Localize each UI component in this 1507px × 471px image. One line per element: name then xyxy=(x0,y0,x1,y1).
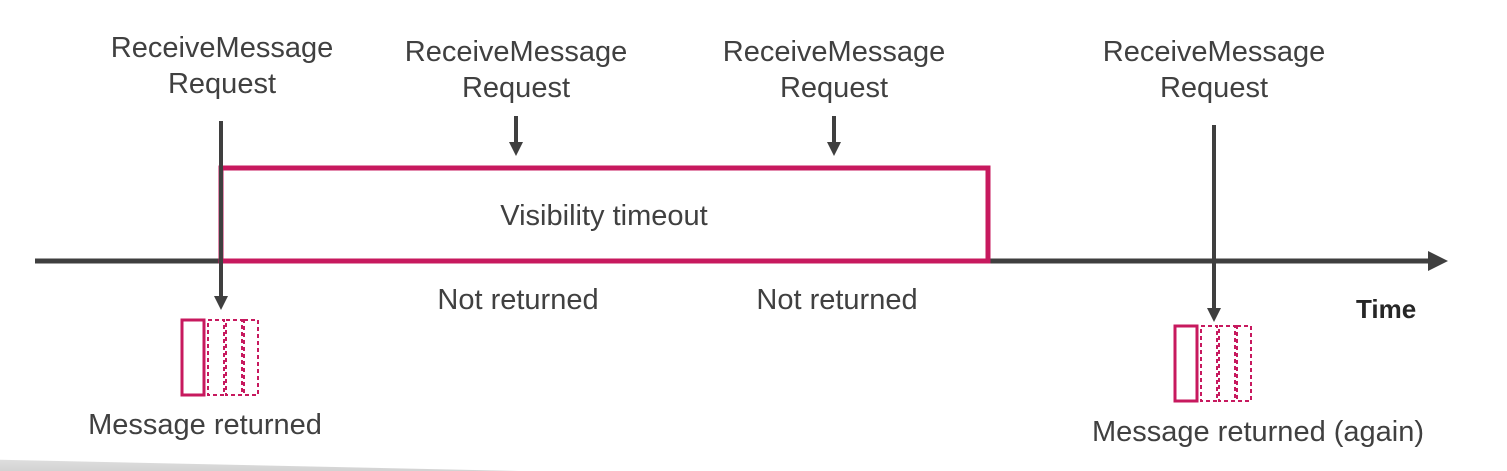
request-label-line2: Request xyxy=(461,72,570,104)
request-4-arrowhead xyxy=(1207,308,1221,322)
request-label-line2: Request xyxy=(167,68,276,100)
request-label-2: ReceiveMessage Request xyxy=(386,34,646,106)
request-label-line2: Request xyxy=(779,72,888,104)
message-returned-again-label: Message returned (again) xyxy=(1091,416,1425,448)
time-axis-label: Time xyxy=(1356,294,1417,324)
message-stack-icon xyxy=(1173,324,1252,403)
request-label-3: ReceiveMessage Request xyxy=(704,34,964,106)
message-stack-icon xyxy=(180,318,259,397)
request-1-arrowhead xyxy=(214,296,228,310)
request-2-arrowhead xyxy=(509,142,523,156)
time-axis-arrowhead xyxy=(1428,251,1448,271)
request-label-4: ReceiveMessage Request xyxy=(1084,34,1344,106)
not-returned-label: Not returned xyxy=(437,284,599,316)
visibility-timeout-label: Visibility timeout xyxy=(500,200,708,232)
request-label-line2: Request xyxy=(1159,72,1268,104)
message-returned-label: Message returned xyxy=(88,409,322,441)
request-label-line1: ReceiveMessage xyxy=(722,36,946,68)
request-label-line1: ReceiveMessage xyxy=(110,32,334,64)
not-returned-label: Not returned xyxy=(756,284,918,316)
request-label-line1: ReceiveMessage xyxy=(1102,36,1326,68)
request-label-1: ReceiveMessage Request xyxy=(92,30,352,102)
request-label-line1: ReceiveMessage xyxy=(404,36,628,68)
request-3-arrowhead xyxy=(827,142,841,156)
